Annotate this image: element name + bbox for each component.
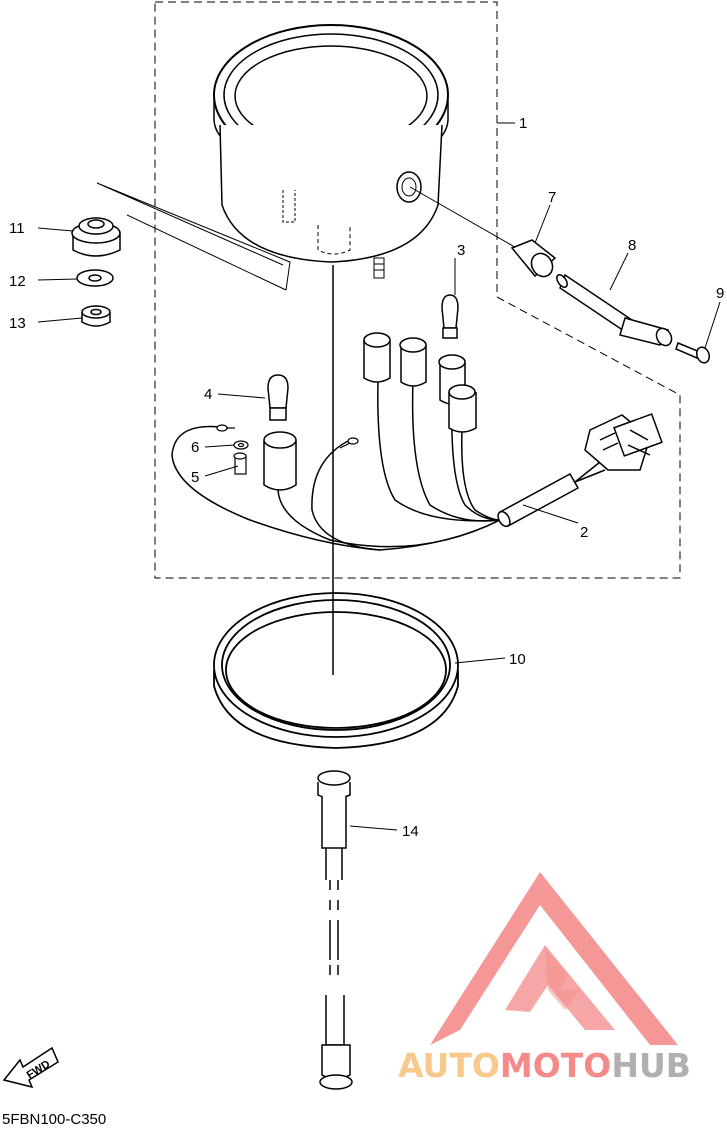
callout-11: 11 <box>9 220 25 237</box>
callout-10: 10 <box>509 651 526 668</box>
callout-1: 1 <box>519 115 527 132</box>
brand-part1: AUTO <box>398 1046 500 1085</box>
diagram-code: 5FBN100-C350 <box>2 1111 106 1128</box>
callout-13: 13 <box>9 315 26 332</box>
callout-4: 4 <box>204 386 212 403</box>
bracket-line <box>96 182 291 291</box>
spacer-sleeve <box>556 273 673 347</box>
grommet <box>71 217 121 257</box>
brand-name: AUTOMOTOHUB <box>398 1046 691 1085</box>
nut <box>81 305 111 327</box>
fwd-arrow-icon: FWD <box>2 1046 59 1089</box>
leader-lines <box>37 122 721 831</box>
bulb-socket <box>263 332 477 491</box>
brand-part3: HUB <box>611 1046 691 1085</box>
screw <box>675 342 711 364</box>
callout-2: 2 <box>580 524 588 541</box>
brand-logo <box>430 872 678 1045</box>
assembly-boundary <box>154 1 681 579</box>
meter-ring <box>213 592 459 749</box>
callout-5: 5 <box>191 469 199 486</box>
brand-part2: MOTO <box>500 1046 611 1085</box>
callout-14: 14 <box>402 823 419 840</box>
ground-terminal <box>216 424 359 475</box>
callout-8: 8 <box>628 237 636 254</box>
meter-housing <box>213 24 449 279</box>
callout-9: 9 <box>716 285 724 302</box>
harness-sleeve <box>497 472 580 528</box>
collar-axis <box>409 186 521 251</box>
callout-12: 12 <box>9 273 26 290</box>
washer <box>76 269 114 287</box>
callout-3: 3 <box>457 242 465 259</box>
collar <box>510 239 557 278</box>
harness-connector <box>584 413 663 471</box>
callout-7: 7 <box>548 189 556 206</box>
bulb <box>267 294 459 421</box>
callout-6: 6 <box>191 439 199 456</box>
wire-harness <box>171 379 606 551</box>
meter-cable <box>317 770 353 1090</box>
